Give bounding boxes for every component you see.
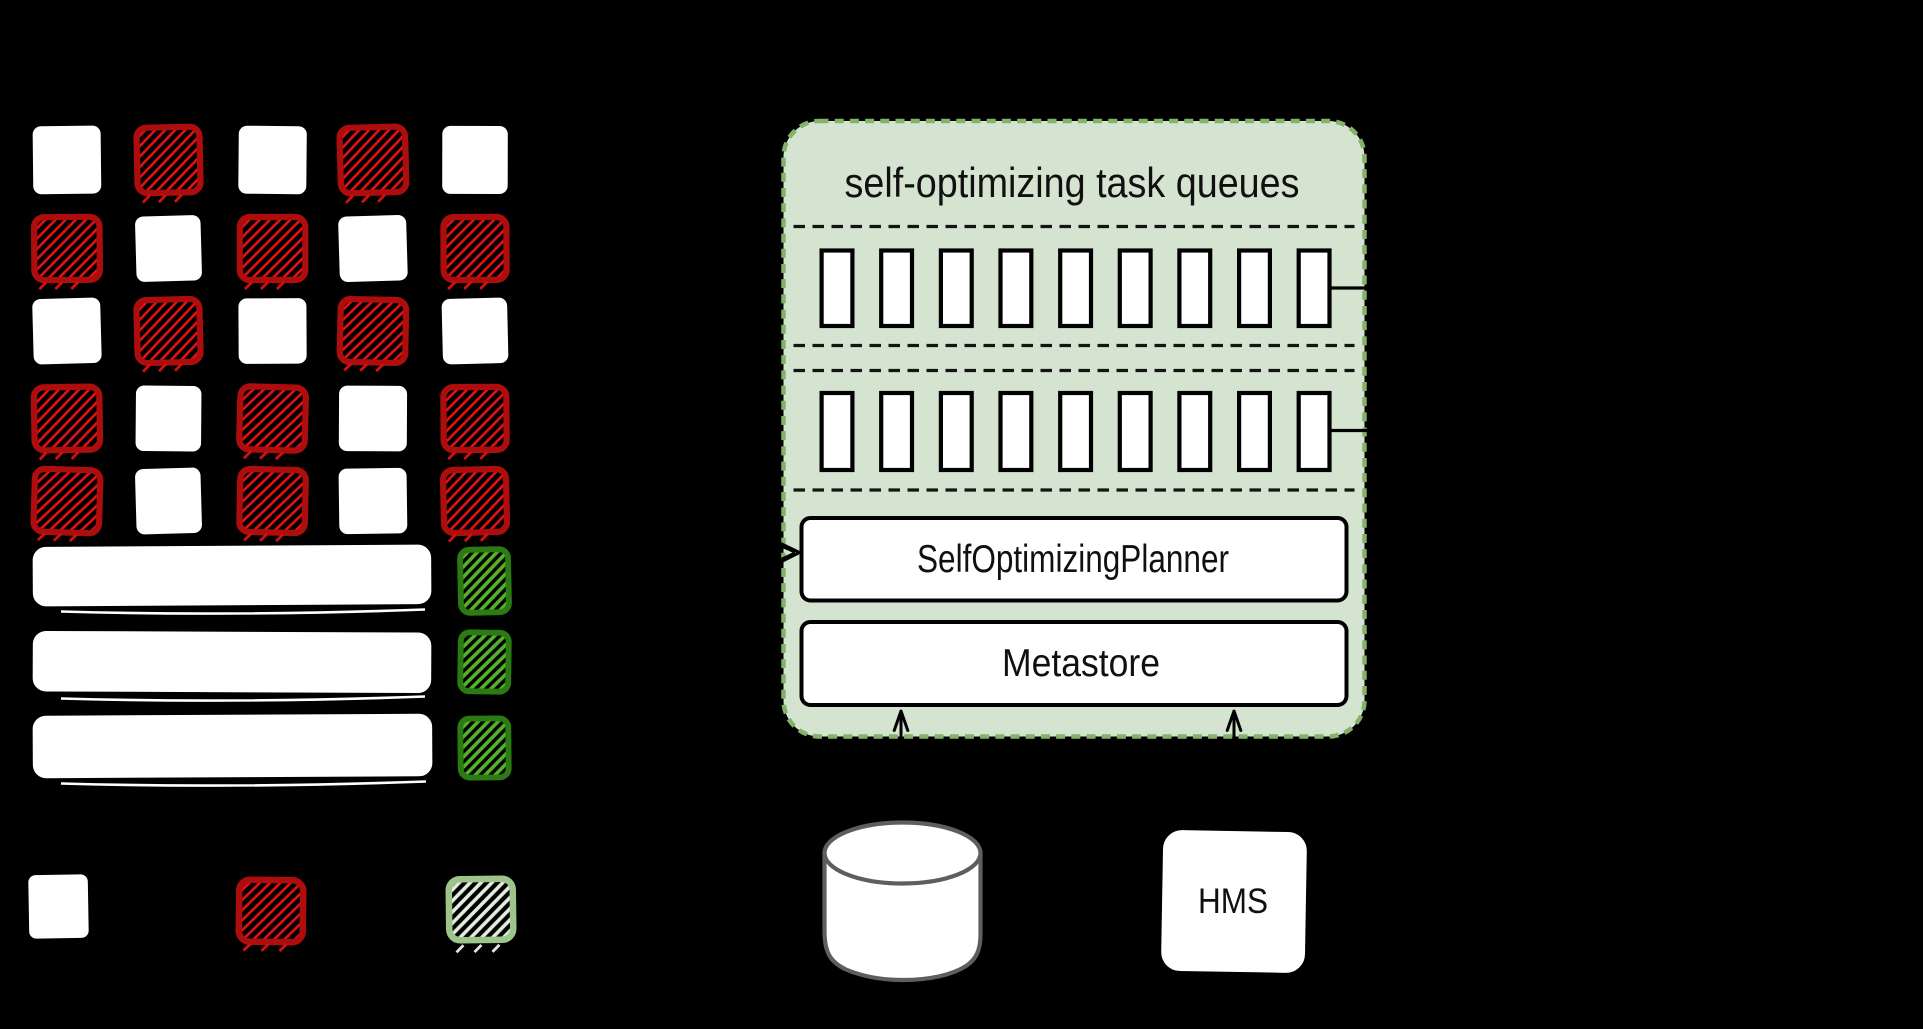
svg-text:Metastore: Metastore [1002,642,1160,685]
svg-text:HMS: HMS [1198,882,1268,921]
svg-text:self-optimizing task queues: self-optimizing task queues [845,159,1300,206]
svg-text:SelfOptimizingPlanner: SelfOptimizingPlanner [917,538,1229,581]
